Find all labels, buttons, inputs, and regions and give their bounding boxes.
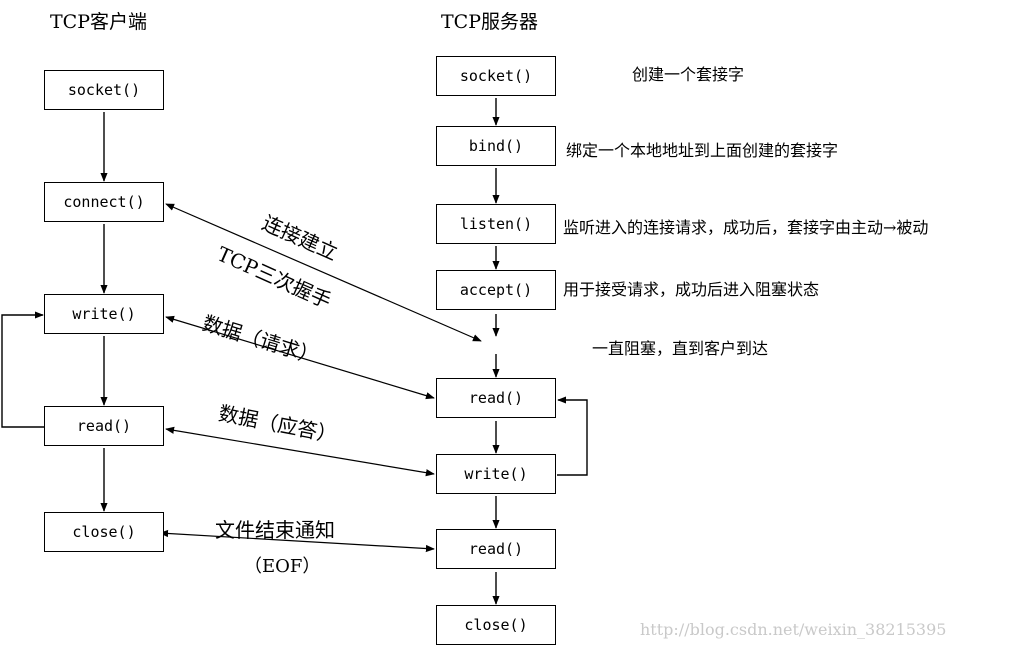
client-socket-box: socket() xyxy=(44,70,164,110)
server-bind-box: bind() xyxy=(436,126,556,166)
server-title: TCP服务器 xyxy=(441,11,538,33)
server-listen-box: listen() xyxy=(436,204,556,244)
server-accept-box: accept() xyxy=(436,270,556,310)
note-socket: 创建一个套接字 xyxy=(632,65,745,84)
note-listen: 监听进入的连接请求，成功后，套接字由主动→被动 xyxy=(563,218,929,237)
note-block: 一直阻塞，直到客户到达 xyxy=(592,339,769,358)
client-write-box: write() xyxy=(44,294,164,334)
server-read-box: read() xyxy=(436,378,556,418)
request-arrow xyxy=(165,315,435,400)
eof-arrow xyxy=(159,529,435,553)
label-eof-notice: 文件结束通知 xyxy=(215,518,335,542)
watermark-url: http://blog.csdn.net/weixin_38215395 xyxy=(640,620,947,639)
server-loop-arrow xyxy=(557,396,588,476)
server-write-box: write() xyxy=(436,454,556,494)
label-eof: （EOF） xyxy=(244,556,321,577)
client-loop-arrow xyxy=(1,311,44,428)
client-close-box: close() xyxy=(44,512,164,552)
client-title: TCP客户端 xyxy=(50,11,147,33)
server-socket-box: socket() xyxy=(436,56,556,96)
client-connect-box: connect() xyxy=(44,182,164,222)
client-read-box: read() xyxy=(44,406,164,446)
note-bind: 绑定一个本地地址到上面创建的套接字 xyxy=(566,141,839,160)
note-accept: 用于接受请求，成功后进入阻塞状态 xyxy=(563,280,820,299)
response-arrow xyxy=(165,426,435,477)
server-read-eof-box: read() xyxy=(436,529,556,569)
server-close-box: close() xyxy=(436,605,556,645)
